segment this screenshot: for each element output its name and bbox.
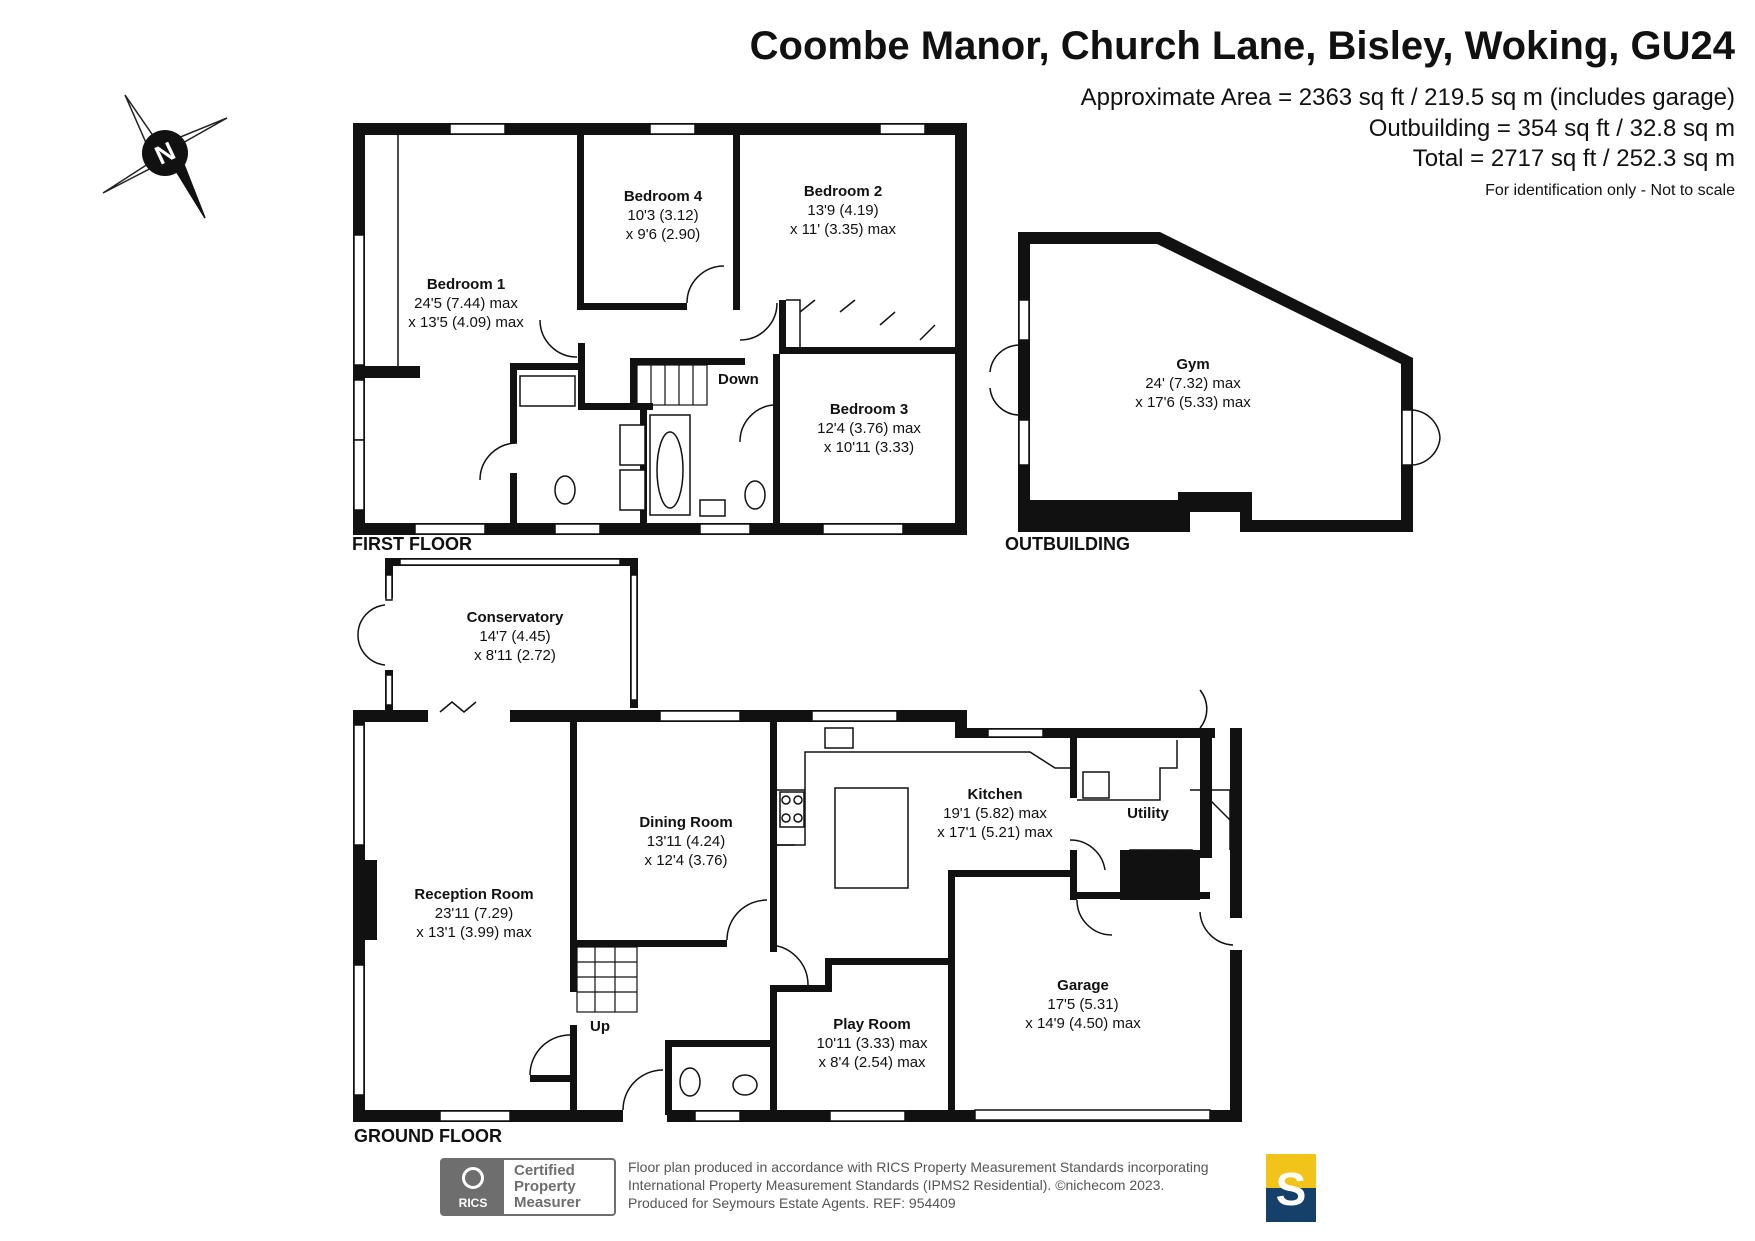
room-dimension: x 11' (3.35) max [790, 221, 896, 238]
total-area: Total = 2717 sq ft / 252.3 sq m [1412, 145, 1735, 172]
badge-text: Certified Property Measurer [514, 1163, 581, 1211]
room-label-garage: Garage 17'5 (5.31) x 14'9 (4.50) max [1025, 976, 1140, 1033]
room-label-gym: Gym 24' (7.32) max x 17'6 (5.33) max [1135, 355, 1250, 412]
room-dimension: 10'3 (3.12) [627, 207, 699, 224]
room-label-bedroom-2: Bedroom 2 13'9 (4.19) x 11' (3.35) max [790, 182, 896, 239]
room-dimension: x 8'4 (2.54) max [818, 1054, 926, 1071]
rics-seal-icon: RICS [442, 1160, 504, 1214]
first-floor-label: FIRST FLOOR [352, 534, 472, 554]
room-dimension: 14'7 (4.45) [479, 628, 551, 645]
room-name: Conservatory [466, 609, 564, 626]
room-label-conservatory: Conservatory 14'7 (4.45) x 8'11 (2.72) [467, 608, 564, 665]
room-label-kitchen: Kitchen 19'1 (5.82) max x 17'1 (5.21) ma… [937, 785, 1052, 842]
room-label-dining-room: Dining Room 13'11 (4.24) x 12'4 (3.76) [639, 813, 732, 870]
room-dimension: 13'11 (4.24) [646, 833, 726, 850]
outbuilding-plan [989, 232, 1441, 532]
approximate-area: Approximate Area = 2363 sq ft / 219.5 sq… [1080, 84, 1735, 111]
room-dimension: 17'5 (5.31) [1047, 996, 1119, 1013]
badge-line: Measurer [514, 1194, 581, 1211]
room-label-utility: Utility [1127, 804, 1169, 823]
room-dimension: x 13'1 (3.99) max [416, 924, 532, 941]
room-dimension: 23'11 (7.29) [434, 905, 514, 922]
room-dimension: x 17'1 (5.21) max [937, 824, 1053, 841]
room-name: Bedroom 1 [426, 276, 506, 293]
outbuilding-area: Outbuilding = 354 sq ft / 32.8 sq m [1368, 115, 1735, 142]
room-label-bedroom-3: Bedroom 3 12'4 (3.76) max x 10'11 (3.33) [817, 400, 921, 457]
room-name: Bedroom 3 [829, 401, 909, 418]
room-name: Reception Room [414, 886, 534, 903]
room-dimension: x 9'6 (2.90) [625, 226, 701, 243]
first-floor-plan [353, 123, 967, 535]
identification-note: For identification only - Not to scale [1485, 182, 1735, 199]
room-name: Kitchen [967, 786, 1023, 803]
badge-line: Certified [514, 1162, 575, 1179]
rics-certified-badge: RICS Certified Property Measurer [440, 1158, 616, 1216]
room-dimension: x 12'4 (3.76) [644, 852, 728, 869]
room-dimension: x 14'9 (4.50) max [1025, 1015, 1141, 1032]
footer-line: International Property Measurement Stand… [628, 1177, 1165, 1193]
stairs-up-label: Up [590, 1018, 610, 1035]
room-name: Utility [1127, 805, 1169, 822]
rics-seal-text: RICS [458, 1196, 488, 1210]
room-name: Bedroom 2 [803, 183, 883, 200]
room-label-bedroom-1: Bedroom 1 24'5 (7.44) max x 13'5 (4.09) … [408, 275, 523, 332]
outbuilding-label: OUTBUILDING [1005, 534, 1130, 554]
room-dimension: 19'1 (5.82) max [943, 805, 1047, 822]
footer-disclaimer: Floor plan produced in accordance with R… [628, 1158, 1209, 1212]
room-label-reception-room: Reception Room 23'11 (7.29) x 13'1 (3.99… [414, 885, 533, 942]
room-dimension: x 10'11 (3.33) [823, 439, 915, 456]
room-dimension: 24'5 (7.44) max [414, 295, 518, 312]
compass-icon: N [102, 94, 228, 219]
room-name: Garage [1057, 977, 1109, 994]
ground-floor-label: GROUND FLOOR [354, 1126, 502, 1146]
room-dimension: 10'11 (3.33) max [816, 1035, 928, 1052]
room-dimension: 13'9 (4.19) [807, 202, 879, 219]
room-dimension: 12'4 (3.76) max [817, 420, 921, 437]
seymours-logo: S [1266, 1154, 1316, 1222]
conservatory-plan [357, 558, 638, 713]
footer-line: Floor plan produced in accordance with R… [628, 1159, 1209, 1175]
room-name: Bedroom 4 [623, 188, 703, 205]
stairs-down-label: Down [718, 371, 759, 388]
logo-letter: S [1275, 1163, 1307, 1215]
room-dimension: x 8'11 (2.72) [474, 647, 556, 664]
ground-floor-plan [353, 689, 1242, 1122]
badge-line: Property [514, 1178, 576, 1195]
room-name: Gym [1176, 356, 1210, 373]
room-dimension: 24' (7.32) max [1145, 375, 1241, 392]
room-dimension: x 17'6 (5.33) max [1135, 394, 1251, 411]
room-dimension: x 13'5 (4.09) max [408, 314, 524, 331]
room-label-play-room: Play Room 10'11 (3.33) max x 8'4 (2.54) … [817, 1015, 928, 1072]
footer-line: Produced for Seymours Estate Agents. REF… [628, 1195, 956, 1211]
room-name: Dining Room [639, 814, 733, 831]
room-label-bedroom-4: Bedroom 4 10'3 (3.12) x 9'6 (2.90) [624, 187, 702, 244]
page-title: Coombe Manor, Church Lane, Bisley, Wokin… [749, 24, 1735, 68]
room-name: Play Room [833, 1016, 911, 1033]
